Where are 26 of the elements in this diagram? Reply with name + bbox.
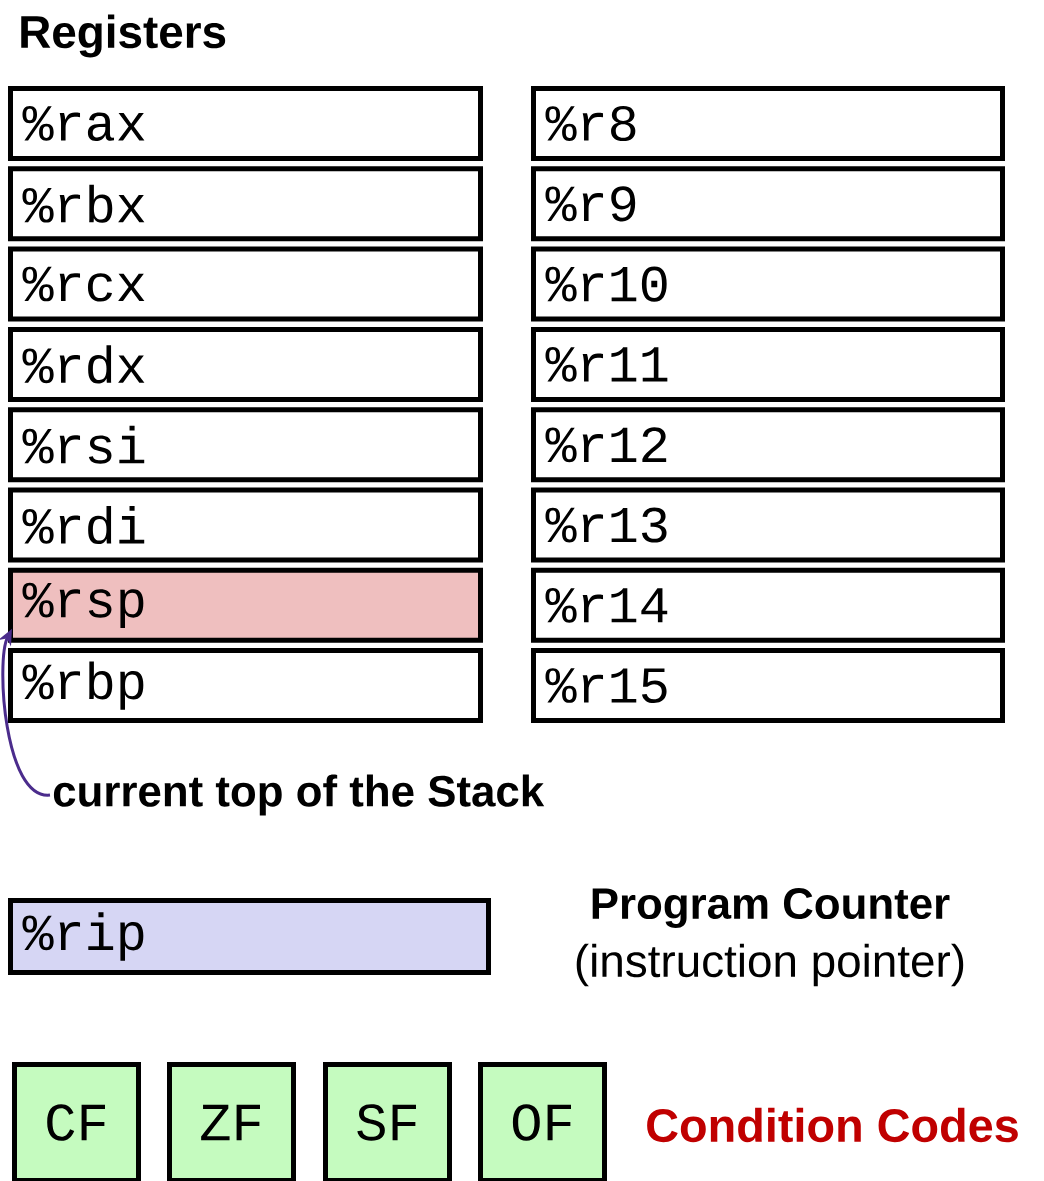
- register-box: %rcx: [8, 246, 483, 322]
- flag-box: SF: [323, 1062, 452, 1181]
- annotation-text: current top of the Stack: [53, 774, 545, 816]
- register-box: %rsi: [8, 407, 483, 483]
- side-label: Program Counter: [592, 888, 950, 928]
- side-label: (instruction pointer): [576, 943, 964, 987]
- title: Registers: [21, 14, 226, 58]
- register-box: %r14: [531, 567, 1005, 643]
- register-box: %r9: [531, 166, 1005, 242]
- register-box: %rsp: [8, 567, 483, 643]
- flag-box: OF: [478, 1062, 607, 1181]
- register-box: %rbx: [8, 166, 483, 242]
- register-box: %rax: [8, 86, 483, 161]
- register-box: %r11: [531, 326, 1005, 402]
- register-box: %rip: [8, 898, 491, 975]
- register-box: %r8: [531, 86, 1005, 161]
- register-box: %r15: [531, 648, 1005, 724]
- flag-box: ZF: [167, 1062, 296, 1181]
- register-box: %rdi: [8, 487, 483, 563]
- register-box: %rdx: [8, 326, 483, 402]
- section-label: Condition Codes: [647, 1107, 1018, 1143]
- flag-box: CF: [12, 1062, 141, 1181]
- register-box: %r10: [531, 246, 1005, 322]
- register-box: %r13: [531, 487, 1005, 563]
- register-box: %rbp: [8, 648, 483, 724]
- register-box: %r12: [531, 407, 1005, 483]
